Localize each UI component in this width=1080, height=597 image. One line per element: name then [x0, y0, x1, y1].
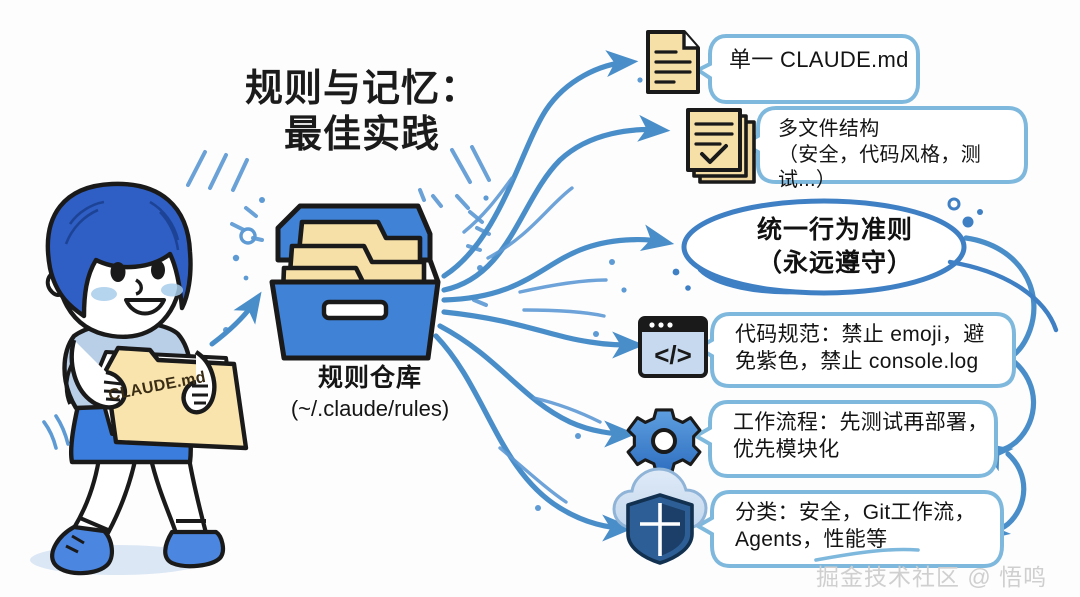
bubble-label-single-file: 单一 CLAUDE.md	[729, 47, 909, 72]
ellipse-accent-2	[947, 259, 1059, 333]
blush-left	[91, 287, 117, 301]
multi-file-line-1: 多文件结构	[778, 118, 880, 140]
bubble-categories	[693, 490, 1004, 568]
shoe-front	[50, 524, 114, 576]
hair-strands	[64, 200, 180, 251]
bubble-label-workflow: 工作流程：先测试再部署， 优先模块化	[733, 410, 998, 464]
ellipse-unified-rules	[681, 198, 1059, 333]
bubble-label-code-standards: 代码规范：禁止 emoji，避 免紫色，禁止 console.log	[735, 322, 1005, 376]
nose	[135, 278, 143, 296]
code-window-dots	[649, 322, 673, 328]
shield-right-half	[660, 503, 685, 556]
watermark: 掘金技术社区 @ 悟鸣	[816, 564, 1048, 590]
hand-lines	[103, 380, 208, 405]
workflow-line-1: 工作流程：先测试再部署，	[733, 411, 989, 434]
categories-line-1: 分类：安全，Git工作流，	[735, 501, 976, 524]
doc-stack-check	[700, 144, 728, 164]
bubble-2-shape	[739, 106, 1028, 184]
box-edge	[427, 259, 441, 283]
shoe-detail	[65, 534, 85, 554]
motion-lines	[42, 414, 70, 450]
code-line-2: 免紫色，禁止 console.log	[735, 349, 979, 373]
flow-arrow-5	[437, 323, 637, 448]
page-title: 规则与记忆： 最佳实践	[212, 66, 512, 159]
bubble-single-file	[694, 34, 920, 104]
repo-path: (~/.claude/rules)	[290, 395, 450, 421]
code-window-icon: </>	[638, 316, 708, 378]
box-handle	[321, 299, 389, 321]
doc-stack-lines	[694, 122, 734, 146]
bubble-code-standards	[693, 312, 1016, 388]
stacked-documents-check-icon	[686, 108, 756, 184]
bubble-6-shape	[693, 490, 1004, 568]
code-window-titlebar	[640, 318, 706, 332]
arm-right	[181, 350, 217, 415]
file-box-icon	[269, 203, 441, 361]
title-line-1: 规则与记忆：	[244, 68, 479, 110]
doc-1-fold	[682, 32, 698, 50]
repo-name: 规则仓库	[317, 364, 422, 392]
eye-left	[110, 262, 126, 282]
gear-hole	[651, 428, 677, 454]
ellipse-label-unified-rules: 统一行为准则 （永远遵守）	[700, 214, 970, 279]
shoe-back	[163, 529, 226, 569]
flow-arrows	[433, 50, 675, 542]
bubble-5-shape	[691, 400, 998, 478]
bubble-multi-file	[739, 106, 1028, 184]
ellipse-shape	[681, 198, 967, 296]
ellipse-accent-1	[698, 268, 802, 295]
doc-stack-front	[686, 108, 742, 172]
hair	[45, 181, 193, 319]
gear-icon	[626, 408, 702, 474]
code-window-glyph: </>	[654, 340, 692, 370]
bubble-4-shape	[693, 312, 1016, 388]
eye-right	[151, 260, 165, 280]
girl-illustration	[30, 181, 249, 576]
cloud-shield-icon	[612, 467, 708, 565]
flow-arrow-2	[441, 114, 671, 293]
ellipse-decor-dots	[672, 197, 983, 291]
multi-file-line-2: （安全，代码风格，测试...）	[778, 143, 981, 192]
repo-caption: 规则仓库 (~/.claude/rules)	[235, 364, 505, 422]
flow-arrow-6	[433, 333, 635, 542]
bubble-label-categories: 分类：安全，Git工作流， Agents，性能等	[735, 500, 985, 554]
flow-dots	[535, 77, 643, 511]
flow-arrow-1	[441, 50, 639, 279]
flow-arrow-3	[441, 224, 675, 303]
bubble-1-shape	[694, 34, 920, 104]
categories-line-2: Agents，性能等	[735, 527, 888, 551]
unified-line-2: （永远遵守）	[756, 248, 913, 277]
document-icon	[646, 30, 700, 94]
bubble-label-multi-file: 多文件结构 （安全，代码风格，测试...）	[778, 117, 1028, 194]
inbound-arrow-icon	[209, 291, 262, 347]
flow-arrow-4	[441, 309, 645, 359]
code-line-1: 代码规范：禁止 emoji，避	[735, 323, 985, 346]
title-line-2: 最佳实践	[283, 114, 440, 157]
shield-cross	[640, 503, 680, 556]
watermark-flourish	[814, 547, 920, 562]
flow-accent-lines	[462, 176, 608, 504]
blush-right	[161, 283, 183, 297]
bubble-workflow	[691, 400, 998, 478]
mouth	[124, 298, 166, 316]
doc-1-lines	[654, 50, 692, 84]
workflow-line-2: 优先模块化	[733, 437, 840, 461]
decorative-ring	[239, 227, 257, 245]
unified-line-1: 统一行为准则	[756, 216, 913, 244]
sock-line-front	[79, 516, 109, 532]
